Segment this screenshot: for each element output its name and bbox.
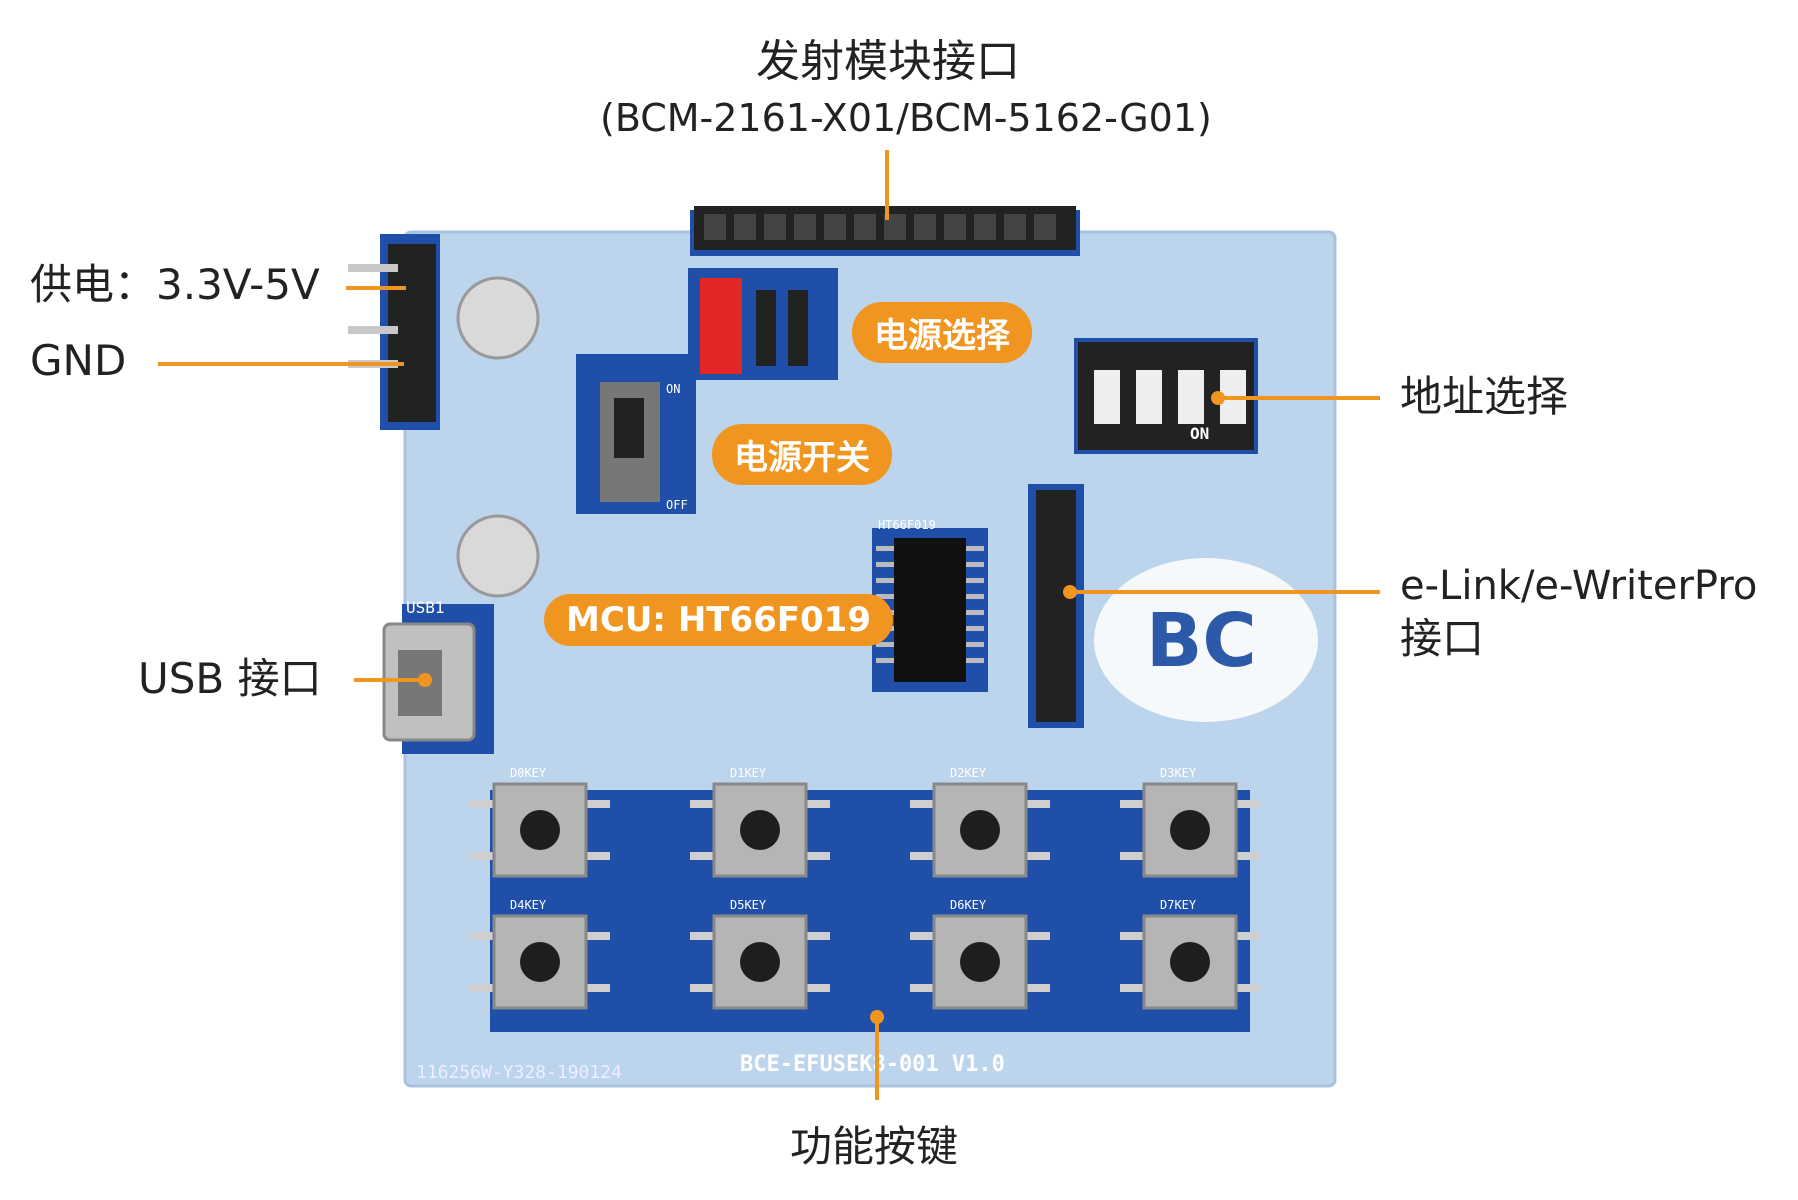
power-supply-label: 供电：3.3V-5V — [30, 260, 320, 309]
emitter-models-label: (BCM-2161-X01/BCM-5162-G01) — [600, 96, 1212, 140]
silk-key-label: D6KEY — [950, 898, 987, 912]
silk-key-label: D5KEY — [730, 898, 767, 912]
tactile-key-d5key — [690, 914, 830, 1010]
tactile-key-d6key — [910, 914, 1050, 1010]
capacitor-top — [456, 276, 540, 360]
tactile-key-d7key — [1120, 914, 1260, 1010]
power-select-pill: 电源选择 — [852, 302, 1032, 363]
emitter-title-label: 发射模块接口 — [756, 36, 1020, 87]
keypad-area — [490, 790, 1250, 1032]
keys-callout-dot — [870, 1010, 884, 1024]
silk-key-label: D0KEY — [510, 766, 547, 780]
elink-label: e-Link/e-WriterPro — [1400, 563, 1758, 609]
tactile-key-d0key — [470, 782, 610, 878]
silk-board-id: BCE-EFUSEK8-001 V1.0 — [740, 1052, 1005, 1077]
elink-callout-line — [1070, 590, 1380, 594]
usb-label: USB 接口 — [138, 654, 322, 703]
silk-chip-label: HT66F019 — [878, 518, 936, 532]
address-callout-dot — [1211, 391, 1225, 405]
silk-serial: 116256W-Y328-190124 — [416, 1062, 622, 1083]
silk-key-label: D4KEY — [510, 898, 547, 912]
emitter-callout-line — [885, 150, 889, 220]
usb-callout-dot — [418, 673, 432, 687]
key-grid — [470, 782, 1260, 1010]
silk-dip-on: ON — [1190, 424, 1210, 443]
silk-key-label: D3KEY — [1160, 766, 1197, 780]
silk-key-label: D2KEY — [950, 766, 987, 780]
gnd-label: GND — [30, 336, 127, 385]
function-keys-label: 功能按键 — [790, 1122, 959, 1171]
tactile-key-d3key — [1120, 782, 1260, 878]
tactile-key-d2key — [910, 782, 1050, 878]
address-select-label: 地址选择 — [1400, 372, 1569, 421]
keys-callout-line — [875, 1016, 879, 1100]
power-switch-pill: 电源开关 — [712, 424, 892, 485]
mcu-pill: MCU: HT66F019 — [544, 594, 893, 646]
mcu-chip — [894, 538, 966, 682]
usb-callout-line — [354, 678, 424, 682]
gnd-callout-line — [158, 362, 404, 366]
bc-logo-area — [1094, 558, 1318, 722]
tactile-key-d1key — [690, 782, 830, 878]
silk-switch-on: ON — [666, 382, 681, 396]
silk-key-label: D1KEY — [730, 766, 767, 780]
power-select-jumper — [700, 278, 742, 374]
address-callout-line — [1218, 396, 1380, 400]
elink-callout-dot — [1063, 585, 1077, 599]
tactile-key-d4key — [470, 914, 610, 1010]
elink-header — [1036, 490, 1076, 722]
capacitor-bottom — [456, 514, 540, 598]
silk-switch-off: OFF — [666, 498, 688, 512]
elink-suffix-label: 接口 — [1400, 614, 1485, 663]
silk-usb-label: USB1 — [406, 598, 445, 617]
silk-logo-text: BC — [1146, 598, 1257, 684]
power-callout-line — [346, 286, 406, 290]
silk-key-label: D7KEY — [1160, 898, 1197, 912]
